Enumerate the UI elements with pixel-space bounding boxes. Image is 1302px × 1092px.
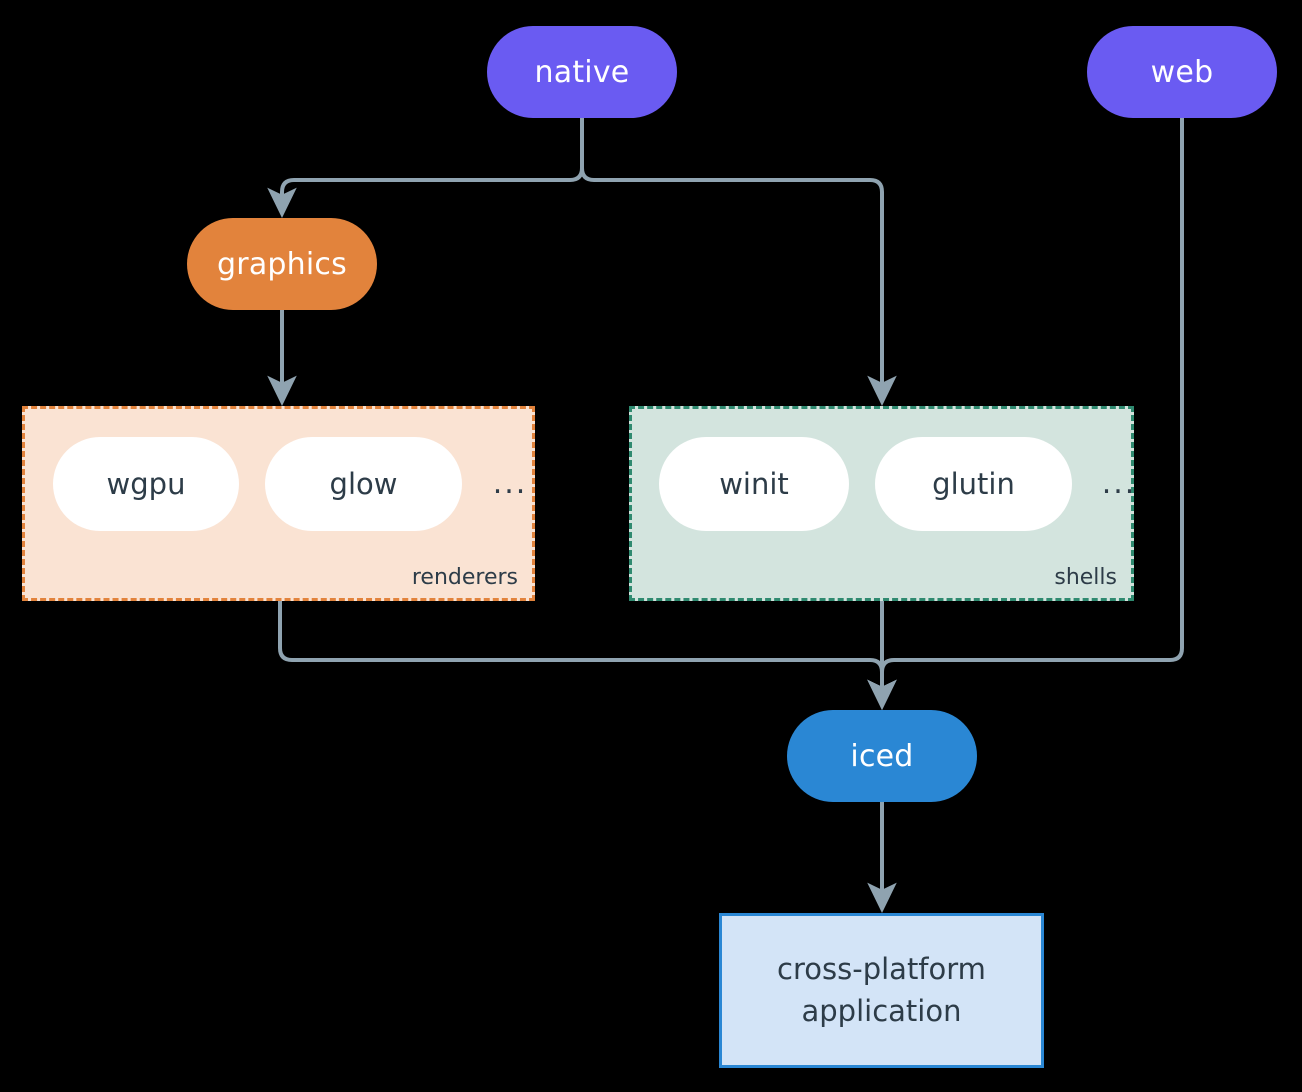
group-renderers[interactable]: wgpu glow ... renderers	[22, 406, 535, 601]
chip-glow[interactable]: glow	[265, 437, 462, 531]
node-cross-platform-application[interactable]: cross-platform application	[719, 913, 1044, 1068]
node-native-label: native	[534, 54, 630, 90]
chip-glutin[interactable]: glutin	[875, 437, 1072, 531]
node-iced[interactable]: iced	[787, 710, 977, 802]
application-label-line2: application	[801, 993, 962, 1028]
renderers-ellipsis-icon: ...	[492, 466, 528, 501]
chip-winit[interactable]: winit	[659, 437, 849, 531]
edge-native-to-graphics	[267, 116, 584, 219]
group-shells-label: shells	[1054, 565, 1117, 590]
chip-wgpu-label: wgpu	[106, 467, 186, 501]
node-web[interactable]: web	[1087, 26, 1277, 118]
application-label-line1: cross-platform	[777, 952, 986, 987]
node-web-label: web	[1150, 54, 1214, 90]
group-renderers-label: renderers	[411, 565, 518, 590]
chip-wgpu[interactable]: wgpu	[53, 437, 239, 531]
node-native[interactable]: native	[487, 26, 677, 118]
edge-renderers-to-iced	[278, 599, 897, 711]
node-graphics-label: graphics	[217, 246, 347, 282]
node-graphics[interactable]: graphics	[187, 218, 377, 310]
node-iced-label: iced	[850, 738, 914, 774]
chip-glow-label: glow	[329, 467, 398, 501]
edge-native-to-shells	[580, 116, 897, 407]
chip-winit-label: winit	[719, 467, 789, 501]
shells-ellipsis-icon: ...	[1101, 466, 1137, 501]
group-shells[interactable]: winit glutin ... shells	[629, 406, 1134, 601]
chip-glutin-label: glutin	[932, 467, 1015, 501]
